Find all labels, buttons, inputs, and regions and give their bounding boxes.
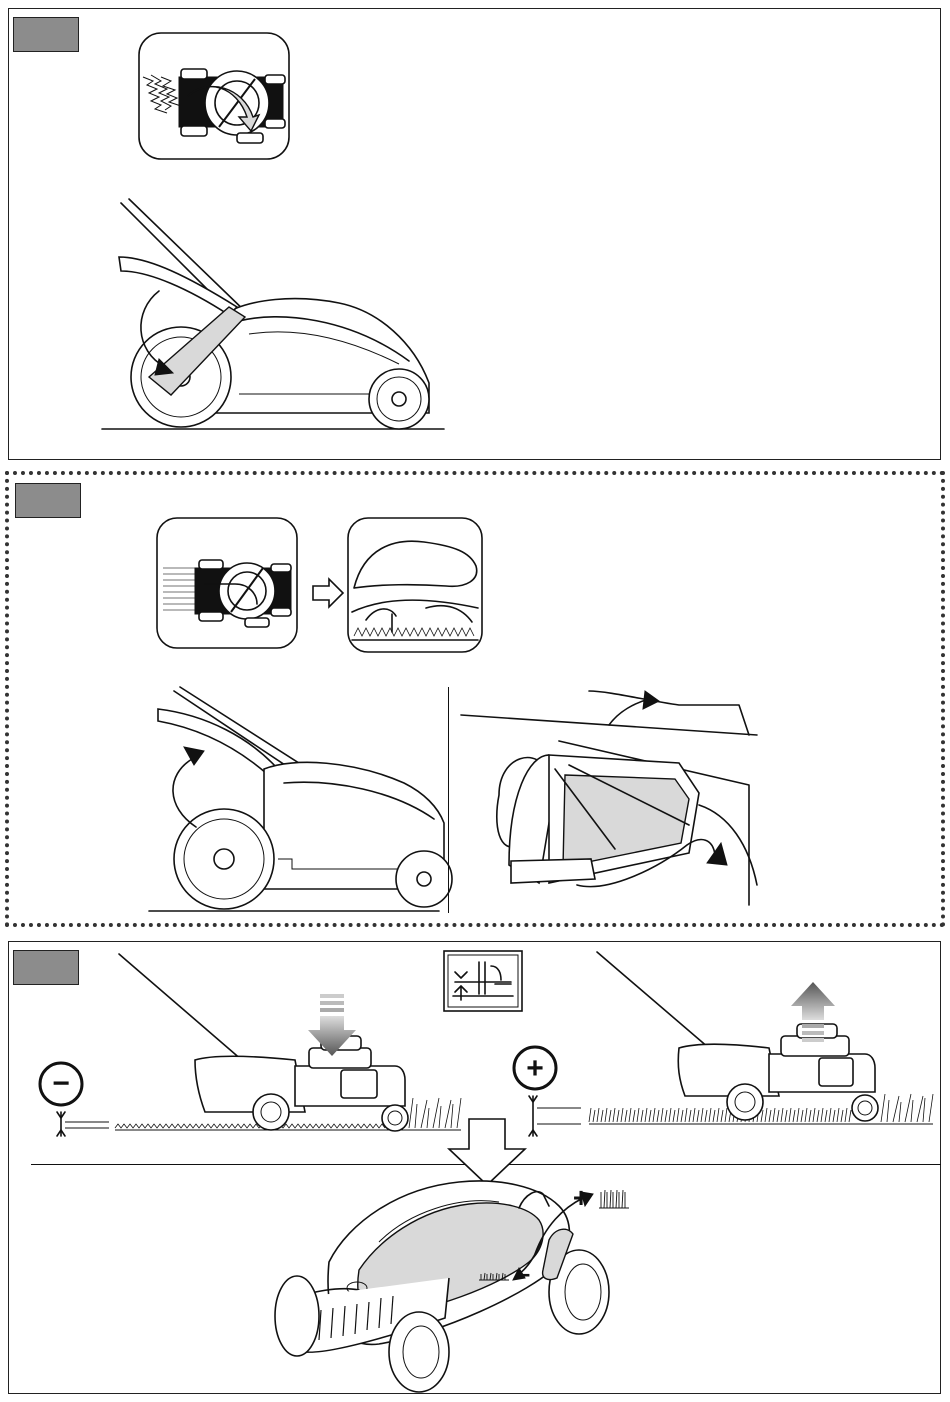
plus-circle-icon: + <box>511 1044 559 1092</box>
arrow-up-icon <box>789 982 837 1044</box>
svg-text:+: + <box>573 1182 589 1213</box>
panel-cutting-height: − <box>8 941 941 1394</box>
collect-top-view-inset <box>155 516 299 650</box>
height-minus-label: – <box>479 1262 541 1286</box>
svg-text:+: + <box>526 1052 544 1085</box>
deck-airflow-inset <box>346 516 484 654</box>
mower-side-mulching-plug <box>99 199 449 439</box>
panel-mulching-plug <box>8 8 941 460</box>
step-tab <box>13 17 79 52</box>
minus-circle-icon: − <box>37 1060 85 1108</box>
high-height-indicator <box>521 1094 581 1138</box>
grass-box-attach-detail <box>459 685 759 915</box>
step-tab <box>13 950 79 985</box>
step-tab <box>15 483 81 518</box>
mower-side-raise-flap <box>144 687 444 915</box>
panel-grass-box <box>5 471 945 927</box>
svg-text:–: – <box>516 1258 530 1288</box>
arrow-right-icon <box>312 578 344 608</box>
mower-high-setting <box>585 950 935 1130</box>
low-height-indicator <box>49 1110 109 1140</box>
mower-low-setting <box>109 952 469 1136</box>
divider <box>448 687 449 913</box>
svg-text:−: − <box>52 1067 70 1100</box>
mulch-top-view-inset <box>137 31 291 161</box>
height-plus-label: + <box>571 1182 635 1212</box>
arrow-down-icon <box>306 994 358 1058</box>
